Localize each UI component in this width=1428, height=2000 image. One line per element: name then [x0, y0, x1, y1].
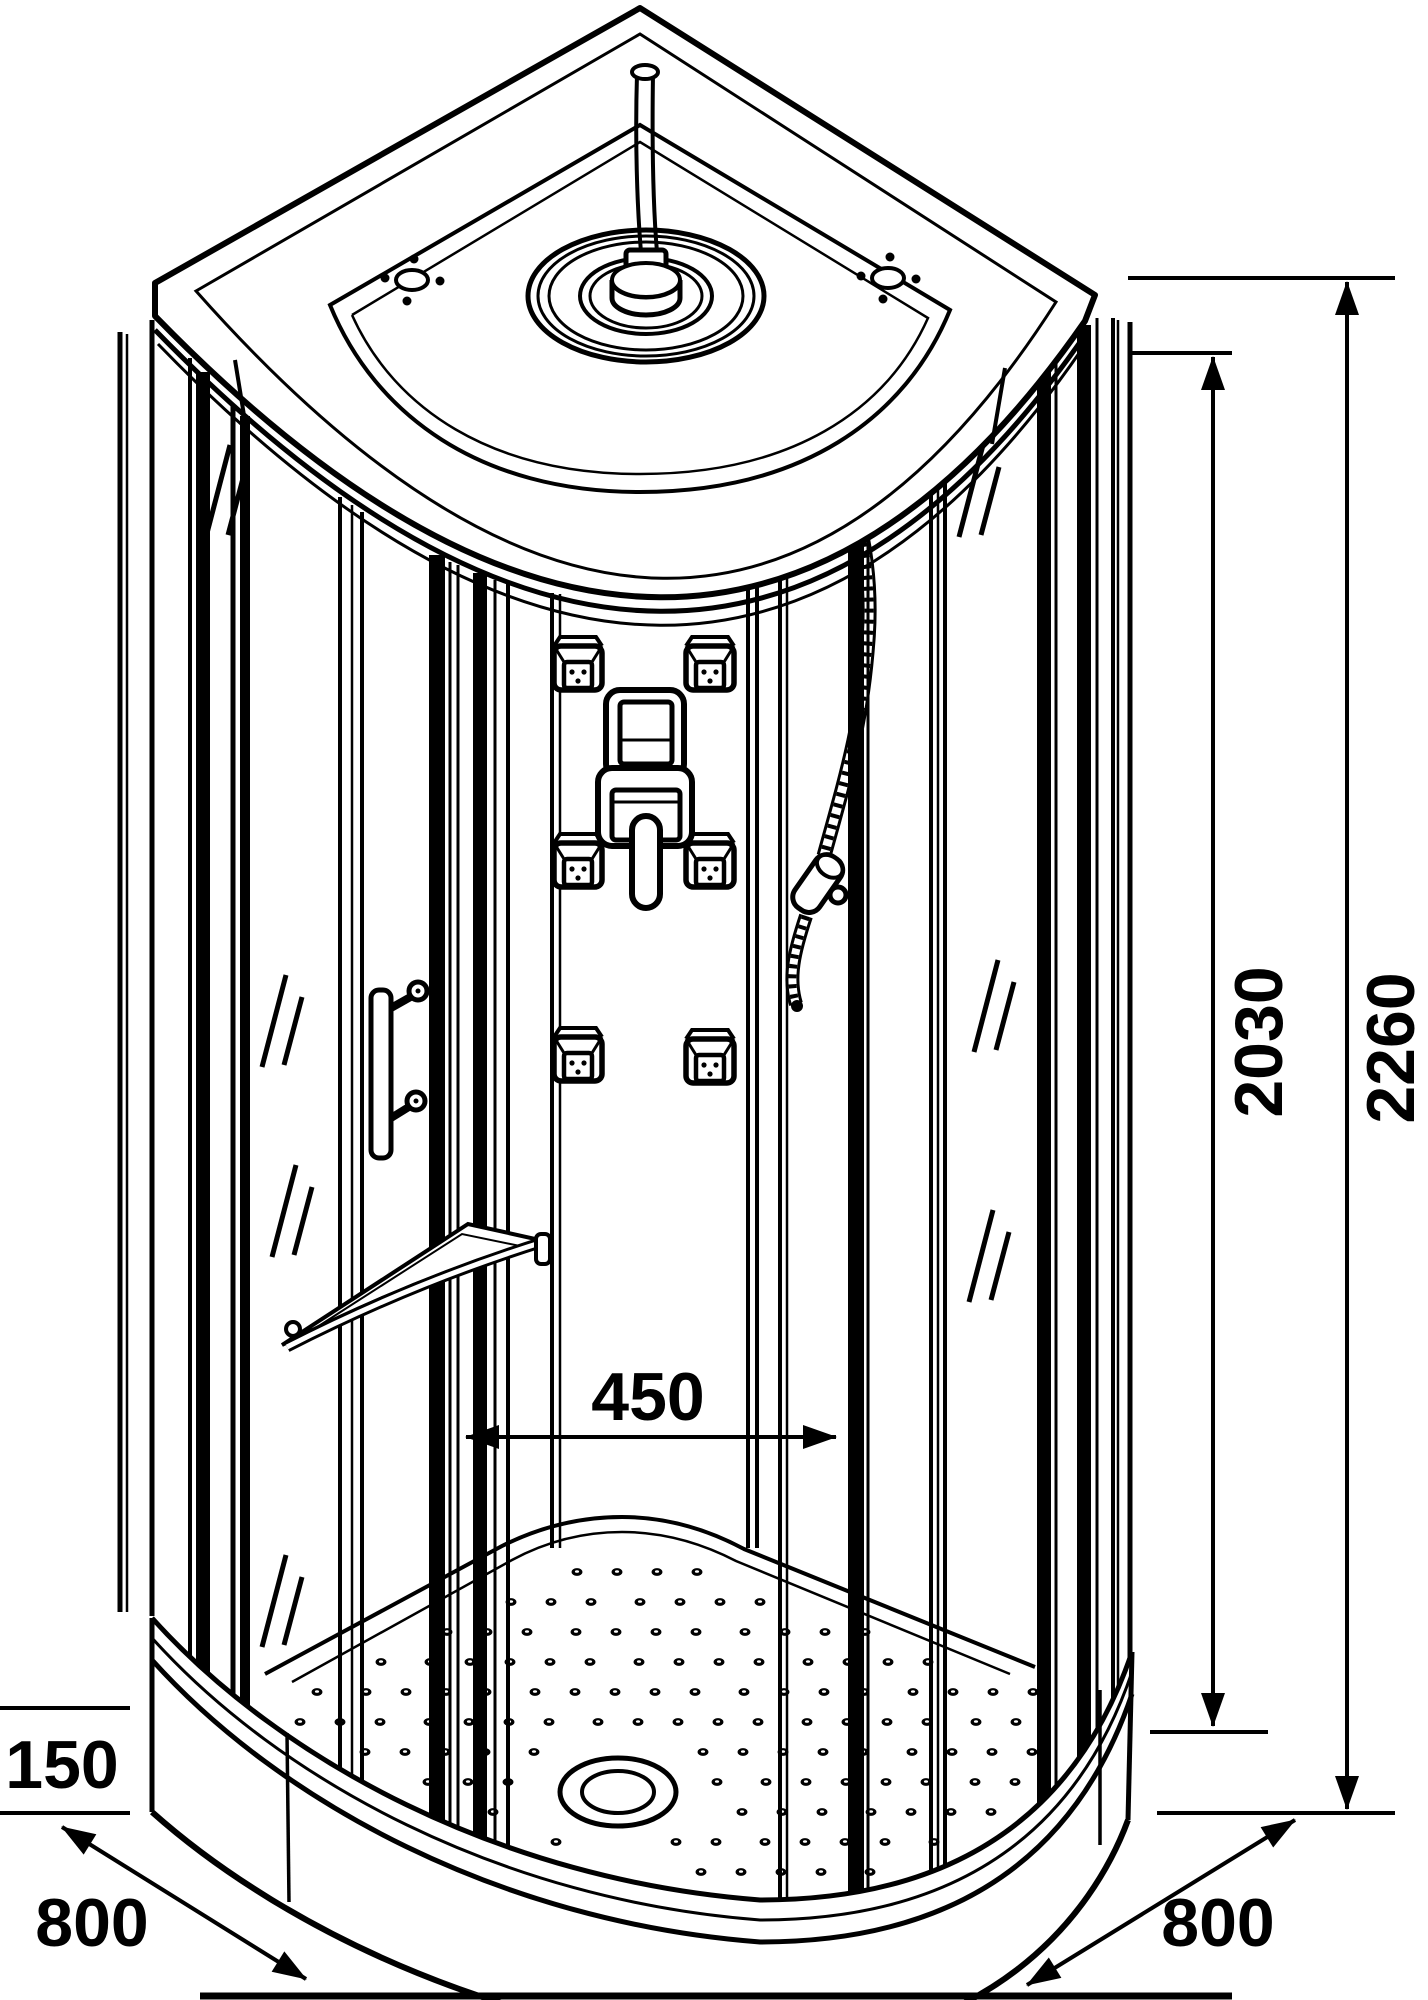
- dim-label-base-depth: 800: [35, 1885, 148, 1961]
- glass-hatch-marks: [203, 444, 1017, 1648]
- dimensions: [0, 276, 1395, 2000]
- body-jets: [551, 635, 737, 1086]
- dim-line-base-depth: [60, 1825, 308, 1981]
- mixer-lever: [629, 813, 663, 911]
- roof-vent-right: [856, 252, 921, 304]
- frame-and-glass-lines: [117, 318, 1133, 1923]
- mixer-control: [595, 687, 695, 911]
- dim-line-base-width: [1025, 1818, 1297, 1987]
- body-jet: [683, 635, 737, 693]
- hand-shower-holder: [827, 884, 849, 906]
- body-jet: [683, 832, 737, 890]
- dim-label-total-height: 2260: [1353, 972, 1428, 1123]
- door-top-track: [153, 328, 1088, 614]
- body-jet: [551, 635, 605, 693]
- tray-floor-dots: [294, 1568, 1039, 1876]
- dim-label-base-width: 800: [1161, 1885, 1274, 1961]
- body-jet: [683, 1028, 737, 1086]
- roof-vent-left: [380, 254, 445, 306]
- dim-label-panel-width: 450: [591, 1359, 704, 1435]
- hand-shower-head: [790, 852, 846, 915]
- water-supply-pipe: [609, 63, 683, 318]
- skirt-seam: [285, 1732, 291, 1903]
- tray-floor: [264, 1514, 1039, 1876]
- dim-label-body-height: 2030: [1221, 966, 1297, 1117]
- body-jet: [551, 1026, 605, 1084]
- left-door-handle: [368, 979, 430, 1161]
- body-jet: [551, 832, 605, 890]
- roof: [152, 5, 1098, 627]
- drain: [557, 1755, 679, 1829]
- dim-label-tray-height: 150: [5, 1727, 118, 1803]
- corner-shelf: [280, 1221, 552, 1352]
- rain-shower-head: [525, 227, 767, 365]
